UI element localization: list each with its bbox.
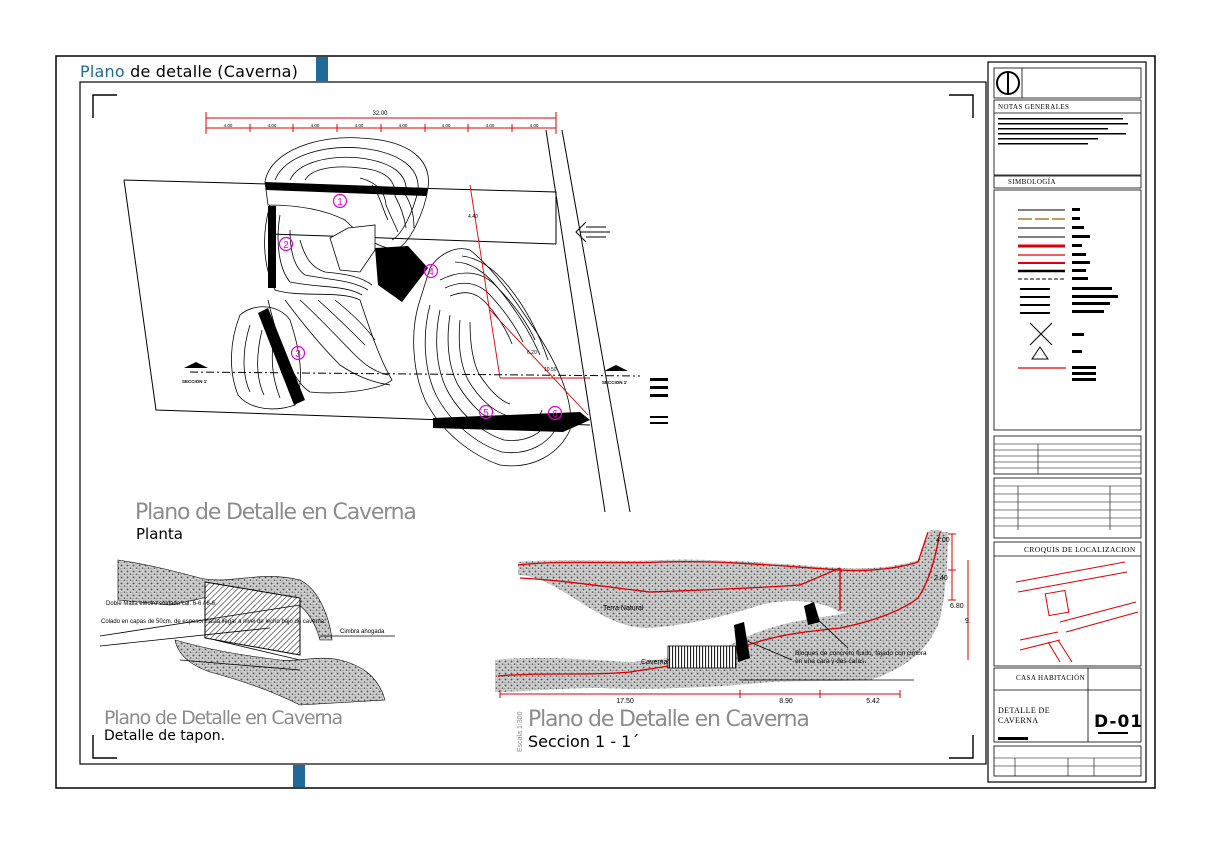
title-block: [993, 67, 1142, 777]
section-marker-left-icon: [184, 362, 208, 368]
plan-view-title: Plano de Detalle en Caverna: [135, 500, 417, 525]
general-notes-lines: [998, 118, 1128, 145]
section-marker-right-icon: [604, 365, 628, 371]
road: [545, 129, 631, 513]
plan-view-subtitle: Planta: [136, 525, 183, 543]
marker-2: 2: [278, 236, 294, 252]
symbology-list: [1018, 208, 1118, 381]
svg-text:6: 6: [552, 409, 558, 420]
svg-text:1: 1: [337, 197, 343, 208]
marker-6: 6: [547, 405, 563, 421]
label-cavern: Caverna: [641, 659, 668, 666]
overall-dimension-line: [205, 112, 557, 134]
marker-5: 5: [478, 404, 494, 420]
cavern-fill-block: [667, 645, 737, 669]
notes-heading: NOTAS GENERALES: [998, 103, 1070, 111]
bottom-dim: 5.42: [866, 698, 880, 705]
sub-dimension: 4.00: [355, 123, 364, 128]
section-label-left: SECCION 1': [182, 379, 207, 384]
north-arrow-icon: [575, 221, 610, 243]
bottom-dim: 8.90: [779, 698, 793, 705]
svg-text:5: 5: [483, 408, 489, 419]
section-ground-lower: [495, 532, 948, 692]
section-view-subtitle: Seccion 1 - 1´: [528, 732, 640, 751]
concrete-block-2: [804, 602, 820, 625]
side-dim: 9.: [965, 618, 971, 625]
title-block-border: [987, 61, 1147, 783]
dimension-label: 10.50: [544, 367, 557, 373]
rock-mass-lower: [174, 639, 386, 706]
note-formwork: Cimbra ahogada: [340, 629, 385, 635]
note-fill: Colado en capas de 50cm. de espesor hast…: [101, 619, 326, 625]
plug-detail-lines: [99, 604, 395, 671]
level-arrow-icon: [1031, 346, 1049, 360]
dimension-label: 4.40: [468, 214, 478, 220]
note-blocks: Bloques de concreto fluido, fajado con c…: [795, 650, 927, 665]
svg-text:4: 4: [428, 267, 434, 278]
project-type: CASA HABITACIÓN: [1016, 674, 1086, 682]
sub-dimension: 4.00: [268, 123, 277, 128]
concrete-block-1: [734, 622, 750, 662]
label-terrain: Terra Natural: [603, 605, 644, 612]
plan-view: 32.00 4.00 4.00 4.00 4.00 4.00 4.00 4.00…: [123, 111, 668, 513]
sheet-code-underline: [1098, 732, 1128, 734]
cross-icon: [1029, 322, 1053, 346]
sub-dimension: 4.00: [224, 123, 233, 128]
side-dim: 4.00: [936, 537, 950, 544]
svg-text:3: 3: [295, 349, 301, 360]
location-sketch: [1015, 561, 1139, 663]
section-red-outline: [497, 531, 941, 677]
marker-3: 3: [290, 345, 306, 361]
sheet-code-bar: [998, 737, 1028, 740]
concrete-plugs: [258, 182, 590, 432]
corner-marks: [92, 94, 974, 759]
scale-label: Escala 1:300: [517, 711, 524, 752]
note-mesh: Doble Malla electro soldada cal. 6-6 / 6…: [106, 601, 217, 607]
plan-mini-legend: [650, 378, 668, 424]
header-title-first-word: Plano: [80, 62, 125, 81]
section-label-right: SECCION 1': [602, 380, 627, 385]
sub-dimension: 4.00: [311, 123, 320, 128]
note-blocks-wrap: Bloques de concreto fluido, fajado con c…: [795, 650, 927, 665]
overall-dimension-label: 32.00: [372, 111, 388, 117]
section-ground-upper: [518, 530, 942, 629]
section-side-dims: [948, 533, 969, 660]
svg-text:2: 2: [283, 240, 289, 251]
plug-detail: Doble Malla electro soldada cal. 6-6 / 6…: [99, 559, 395, 706]
side-dim: 2.40: [934, 575, 948, 582]
section-view: Terra Natural Caverna Bloques de concret…: [495, 530, 971, 752]
header-title-rest: de detalle (Caverna): [130, 62, 299, 81]
sheet-number: D-01: [1094, 712, 1144, 732]
plug-detail-subtitle: Detalle de tapon.: [104, 728, 226, 744]
bottom-dim: 17.50: [616, 698, 634, 705]
blue-tab-bottom: [293, 765, 305, 787]
side-dim: 6.80: [950, 603, 964, 610]
section-cut-line: [189, 371, 641, 377]
sheet-header-title: Plano de detalle (Caverna): [80, 62, 298, 81]
section-bottom-dims: [499, 690, 901, 698]
section-view-title: Plano de Detalle en Caverna: [528, 707, 810, 732]
red-measure-lines: [469, 184, 590, 416]
sub-dimension: 4.00: [442, 123, 451, 128]
plug-detail-title: Plano de Detalle en Caverna: [104, 707, 343, 729]
dimension-label: 6.20: [527, 350, 537, 356]
marker-4: 4: [423, 263, 439, 279]
drawing-area-border: [79, 81, 987, 765]
marker-1: 1: [332, 193, 348, 209]
sub-dimension: 4.00: [399, 123, 408, 128]
symbology-heading: SIMBOLOGÍA: [1008, 178, 1056, 186]
outer-border: [55, 55, 1156, 789]
drawing-name: DETALLE DE CAVERNA: [998, 706, 1051, 725]
sub-dimension: 4.00: [486, 123, 495, 128]
section-leaders: [668, 613, 914, 681]
sub-dimension: 4.00: [530, 123, 539, 128]
bridge-block: [329, 224, 376, 273]
location-heading: CROQUIS DE LOCALIZACION: [1024, 545, 1136, 554]
blue-tab-top: [316, 57, 328, 81]
revision-tables: [994, 443, 1141, 776]
